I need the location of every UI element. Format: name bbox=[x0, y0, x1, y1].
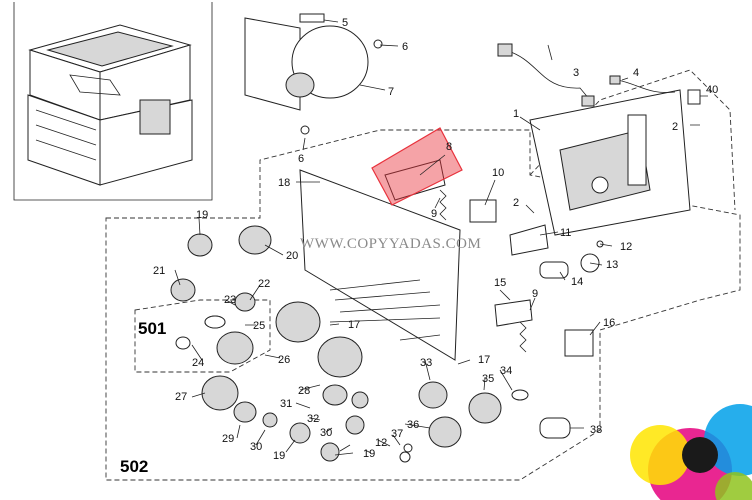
callout-27: 27 bbox=[175, 391, 187, 403]
group-501-boundary bbox=[134, 299, 271, 373]
callout-26: 26 bbox=[278, 354, 290, 366]
group-label-501: 501 bbox=[138, 319, 166, 338]
cmyk-logo bbox=[630, 404, 752, 500]
callout-9-lower: 9 bbox=[532, 288, 538, 300]
callout-labels: 5 6 7 6 3 4 40 1 2 8 10 9 2 11 12 13 14 … bbox=[153, 17, 718, 462]
callout-1: 1 bbox=[513, 108, 519, 120]
copier-thumbnail bbox=[13, 2, 213, 201]
callout-12-right: 12 bbox=[620, 241, 632, 253]
solenoid-lower bbox=[494, 299, 594, 357]
callout-37: 37 bbox=[391, 428, 403, 440]
callout-2-mid: 2 bbox=[513, 197, 519, 209]
callout-2-right: 2 bbox=[672, 121, 678, 133]
callout-30-right: 30 bbox=[320, 427, 332, 439]
callout-6-bottom: 6 bbox=[298, 153, 304, 165]
callout-15: 15 bbox=[494, 277, 506, 289]
callout-33: 33 bbox=[420, 357, 432, 369]
callout-10: 10 bbox=[492, 167, 504, 179]
callout-19-top: 19 bbox=[196, 209, 208, 221]
callout-21: 21 bbox=[153, 265, 165, 277]
callout-31: 31 bbox=[280, 398, 292, 410]
callout-6-top: 6 bbox=[402, 41, 408, 53]
callout-22: 22 bbox=[258, 278, 270, 290]
motor-bracket bbox=[244, 13, 383, 135]
callout-17-upper: 17 bbox=[348, 319, 360, 331]
callout-28: 28 bbox=[298, 385, 310, 397]
callout-4: 4 bbox=[633, 67, 639, 79]
callout-18: 18 bbox=[278, 177, 290, 189]
callout-34: 34 bbox=[500, 365, 512, 377]
callout-17-lower: 17 bbox=[478, 354, 490, 366]
callout-32: 32 bbox=[307, 413, 319, 425]
callout-23: 23 bbox=[224, 294, 236, 306]
callout-24: 24 bbox=[192, 357, 204, 369]
callout-38: 38 bbox=[590, 424, 602, 436]
highlight-callout-8 bbox=[371, 127, 463, 206]
callout-14: 14 bbox=[571, 276, 583, 288]
callout-29: 29 bbox=[222, 433, 234, 445]
callout-36: 36 bbox=[407, 419, 419, 431]
gears bbox=[170, 225, 571, 463]
cable-3 bbox=[504, 49, 591, 101]
watermark: WWW.COPYYADAS.COM bbox=[300, 236, 481, 252]
callout-11: 11 bbox=[560, 227, 571, 239]
callout-19-bottom-right: 19 bbox=[363, 448, 375, 460]
callout-12-bottom: 12 bbox=[375, 437, 387, 449]
callout-9-upper: 9 bbox=[431, 208, 437, 220]
callout-35: 35 bbox=[482, 373, 494, 385]
callout-20: 20 bbox=[286, 250, 298, 262]
group-502-boundary bbox=[105, 129, 741, 481]
callout-40: 40 bbox=[706, 84, 718, 96]
callout-3: 3 bbox=[573, 67, 579, 79]
callout-25: 25 bbox=[253, 320, 265, 332]
callout-30-left: 30 bbox=[250, 441, 262, 453]
solenoid-upper bbox=[384, 159, 497, 223]
callout-19-bottom-left: 19 bbox=[273, 450, 285, 462]
callout-13: 13 bbox=[606, 259, 618, 271]
group-label-502: 502 bbox=[120, 457, 148, 476]
callout-7: 7 bbox=[388, 86, 394, 98]
callout-5: 5 bbox=[342, 17, 348, 29]
side-plate bbox=[299, 169, 461, 361]
callout-16: 16 bbox=[603, 317, 615, 329]
cable-4 bbox=[617, 79, 676, 93]
callout-8: 8 bbox=[446, 141, 452, 153]
right-frame bbox=[529, 89, 691, 236]
